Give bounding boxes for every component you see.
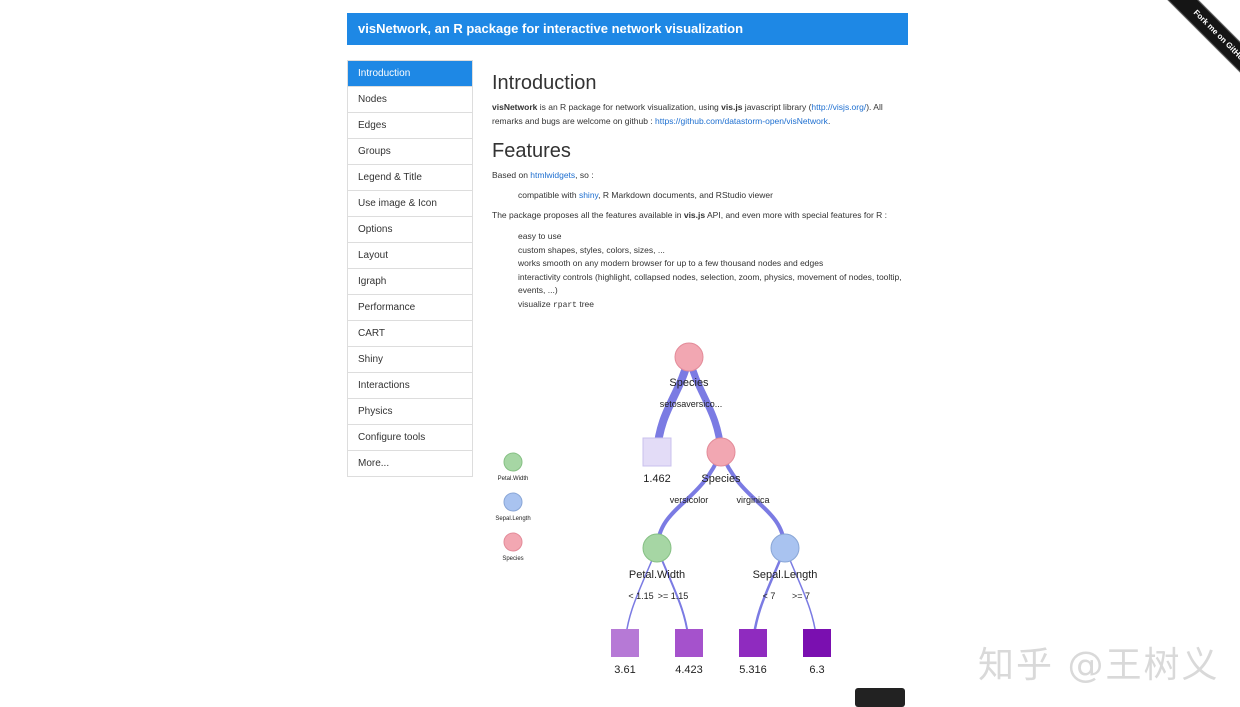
node-leaf-4423[interactable] [675, 629, 703, 657]
sidebar-item-performance[interactable]: Performance [348, 295, 472, 321]
feature-item: visualize rpart tree [518, 298, 908, 313]
node-label-leaf2: 3.61 [614, 664, 635, 676]
rpart-code: rpart [552, 300, 577, 310]
sidebar-item-physics[interactable]: Physics [348, 399, 472, 425]
feature-item: interactivity controls (highlight, colla… [518, 271, 902, 296]
feature-item: works smooth on any modern browser for u… [518, 258, 824, 268]
feature-item: custom shapes, styles, colors, sizes, ..… [518, 244, 665, 255]
github-ribbon[interactable]: Fork me on GitHub [1140, 0, 1240, 90]
intro-heading: Introduction [492, 72, 597, 94]
edge-label-ge7: >= 7 [792, 591, 810, 601]
visjs-link[interactable]: http://visjs.org/ [811, 102, 867, 112]
based-on-so: , so : [575, 170, 594, 180]
node-label-leaf1: 1.462 [643, 473, 671, 485]
sidebar-item-shiny[interactable]: Shiny [348, 347, 472, 373]
edge-label-versicolor: versicolor [670, 495, 709, 505]
sidebar-nav: Introduction Nodes Edges Groups Legend &… [347, 60, 473, 477]
edge-label-ge115: >= 1.15 [658, 591, 689, 601]
node-species-2[interactable] [706, 437, 736, 467]
legend-species-icon [503, 532, 523, 552]
sidebar-item-image-icon[interactable]: Use image & Icon [348, 191, 472, 217]
based-on-line: Based on htmlwidgets, so : [492, 169, 594, 183]
edge-petal-leaf2 [624, 547, 658, 644]
page-header: visNetwork, an R package for interactive… [347, 13, 908, 45]
visjs-name: vis.js [721, 102, 743, 112]
node-label-root: Species [669, 377, 709, 389]
sidebar-item-groups[interactable]: Groups [348, 139, 472, 165]
edge-label-lt7: < 7 [763, 591, 776, 601]
htmlwidgets-link[interactable]: htmlwidgets [530, 170, 576, 180]
edge-sepal-leaf5 [784, 547, 818, 644]
visualize-pre: visualize [518, 298, 553, 309]
tree-edges [624, 353, 818, 645]
node-label-leaf5: 6.3 [809, 664, 824, 676]
sidebar-item-edges[interactable]: Edges [348, 113, 472, 139]
proposes-pre: The package proposes all the features av… [492, 210, 684, 220]
node-label-leaf3: 4.423 [675, 664, 703, 676]
edge-root-leaf1 [653, 353, 693, 456]
sidebar-item-cart[interactable]: CART [348, 321, 472, 347]
edge-label-virginica: virginica [736, 495, 769, 505]
shiny-link[interactable]: shiny [578, 190, 599, 200]
sidebar-item-introduction[interactable]: Introduction [348, 61, 472, 87]
node-sepal-length[interactable] [770, 533, 800, 563]
proposes-post: API, and even more with special features… [705, 210, 888, 220]
tree-nodes[interactable] [611, 342, 831, 657]
github-link[interactable]: https://github.com/datastorm-open/visNet… [655, 115, 828, 126]
edge-label-root-split: setosaversico... [660, 399, 723, 409]
edge-sepal-leaf4 [751, 546, 787, 645]
visjs-bold: vis.js [683, 210, 706, 220]
visualize-post: tree [576, 298, 594, 309]
sidebar-item-nodes[interactable]: Nodes [348, 87, 472, 113]
edge-species2-petal [655, 450, 723, 550]
compat-post: , R Markdown documents, and RStudio view… [598, 190, 773, 200]
dark-tab-corner [855, 688, 905, 707]
node-label-petal: Petal.Width [629, 569, 685, 581]
compat-pre: compatible with [518, 190, 579, 200]
intro-text-2: javascript library ( [742, 102, 812, 112]
intro-text-4: . [827, 115, 831, 126]
legend-sepal-icon [503, 492, 523, 512]
edge-root-species2 [685, 353, 725, 456]
sidebar-item-igraph[interactable]: Igraph [348, 269, 472, 295]
based-on-text: Based on [492, 170, 531, 180]
sidebar-item-options[interactable]: Options [348, 217, 472, 243]
node-leaf-5316[interactable] [739, 629, 767, 657]
intro-text-1: is an R package for network visualizatio… [537, 102, 722, 112]
sidebar-item-interactions[interactable]: Interactions [348, 373, 472, 399]
fork-me-link[interactable]: Fork me on GitHub [1152, 0, 1240, 90]
node-leaf-361[interactable] [611, 629, 639, 657]
node-leaf-63[interactable] [803, 629, 831, 657]
node-label-species2: Species [701, 473, 741, 485]
legend-petal-icon [503, 452, 523, 472]
tree-legend: Petal.Width Sepal.Length Species [495, 452, 531, 562]
node-label-sepal: Sepal.Length [753, 569, 818, 581]
edge-petal-leaf3 [656, 547, 690, 644]
sidebar-item-layout[interactable]: Layout [348, 243, 472, 269]
sidebar-item-configure-tools[interactable]: Configure tools [348, 425, 472, 451]
edge-label-lt115: < 1.15 [628, 591, 653, 601]
pkg-name: visNetwork [492, 102, 538, 112]
legend-species-label: Species [502, 556, 523, 562]
compat-line: compatible with shiny, R Markdown docume… [518, 189, 773, 203]
sidebar-item-legend-title[interactable]: Legend & Title [348, 165, 472, 191]
node-species-root[interactable] [674, 342, 704, 372]
watermark: 知乎 @王树义 [978, 645, 1220, 686]
edge-species2-sepal [719, 450, 787, 550]
proposes-line: The package proposes all the features av… [492, 209, 912, 223]
node-petal-width[interactable] [642, 533, 672, 563]
intro-paragraph: visNetwork is an R package for network v… [492, 101, 912, 128]
features-heading: Features [492, 140, 571, 162]
feature-item: easy to use [518, 231, 562, 241]
intro-text-3: ). All remarks and bugs are welcome on g… [492, 102, 883, 126]
legend-petal-label: Petal.Width [498, 476, 529, 482]
feature-list: easy to use custom shapes, styles, color… [518, 230, 908, 312]
node-label-leaf4: 5.316 [739, 664, 767, 676]
node-leaf-1462[interactable] [642, 437, 672, 467]
edge-labels: setosaversico... versicolor virginica < … [628, 399, 810, 601]
legend-sepal-label: Sepal.Length [495, 516, 530, 522]
sidebar-item-more[interactable]: More... [348, 451, 472, 477]
node-labels: Species 1.462 Species Petal.Width Sepal.… [614, 377, 824, 676]
